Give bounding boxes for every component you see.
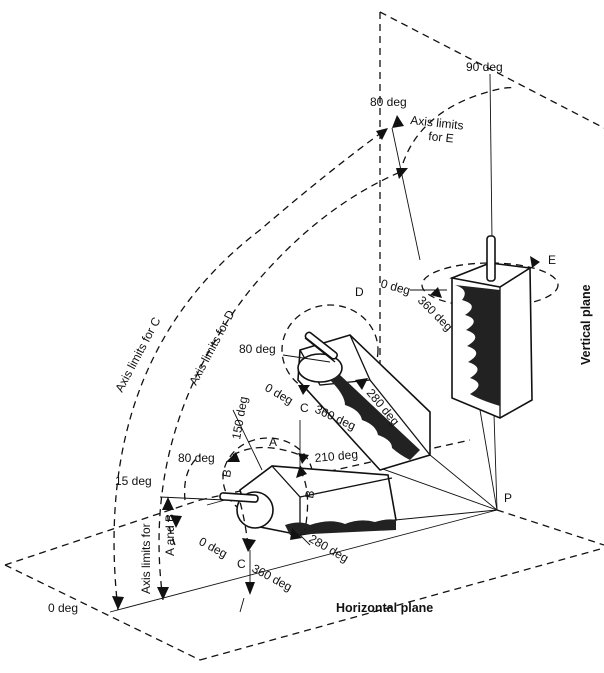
label-axis-limits-ab-line2: A and B [163, 514, 177, 556]
label-b-right: B [302, 489, 317, 499]
label-axis-limits-ab-line1: Axis limits for [139, 523, 153, 594]
weld-bead-d [330, 375, 420, 460]
label-280-deg-b: 280 deg [307, 531, 352, 565]
label-axis-limits-d: Axis limits for D [186, 308, 237, 388]
label-a: A [269, 435, 277, 449]
axis-limits-c-arc [112, 128, 388, 611]
label-c-b: C [237, 557, 246, 571]
label-d: D [355, 285, 364, 299]
wrist-d [281, 304, 431, 471]
label-p: P [504, 491, 512, 505]
vertical-plane-outline [379, 11, 604, 546]
label-0-deg-b: 0 deg [197, 534, 230, 560]
label-210-deg: 210 deg [314, 447, 358, 465]
axis-a-arc [226, 409, 309, 471]
wrist-e [410, 235, 559, 419]
label-0-deg-d: 0 deg [263, 380, 296, 407]
label-80-deg-d: 80 deg [239, 342, 276, 356]
label-80-deg-e: 80 deg [370, 95, 407, 109]
weld-bead-e [455, 285, 500, 406]
label-c-d: C [300, 401, 309, 415]
label-90-deg: 90 deg [466, 60, 503, 74]
label-0-deg-e: 0 deg [379, 276, 412, 297]
weld-bead-ab [285, 519, 396, 535]
label-vertical-plane: Vertical plane [579, 284, 593, 365]
label-axis-limits-e-line1: Axis limits [410, 113, 465, 132]
label-e: E [548, 253, 556, 267]
label-360-deg-e: 360 deg [415, 293, 456, 334]
wrist-ab [206, 437, 397, 595]
label-150-deg: 150 deg [229, 395, 250, 440]
label-15-deg: 15 deg [115, 474, 152, 488]
label-80-deg-b: 80 deg [178, 451, 215, 465]
label-axis-limits-c: Axis limits for C [112, 315, 163, 395]
label-360-deg-b: 360 deg [250, 561, 295, 594]
axis-limits-ab-arc [162, 454, 201, 546]
label-0-deg-left: 0 deg [48, 601, 78, 615]
label-horizontal-plane: Horizontal plane [336, 601, 433, 615]
label-b-left: B [219, 468, 234, 478]
axis-limits-e-arc [391, 73, 516, 261]
label-axis-limits-e-line2: for E [428, 129, 455, 146]
